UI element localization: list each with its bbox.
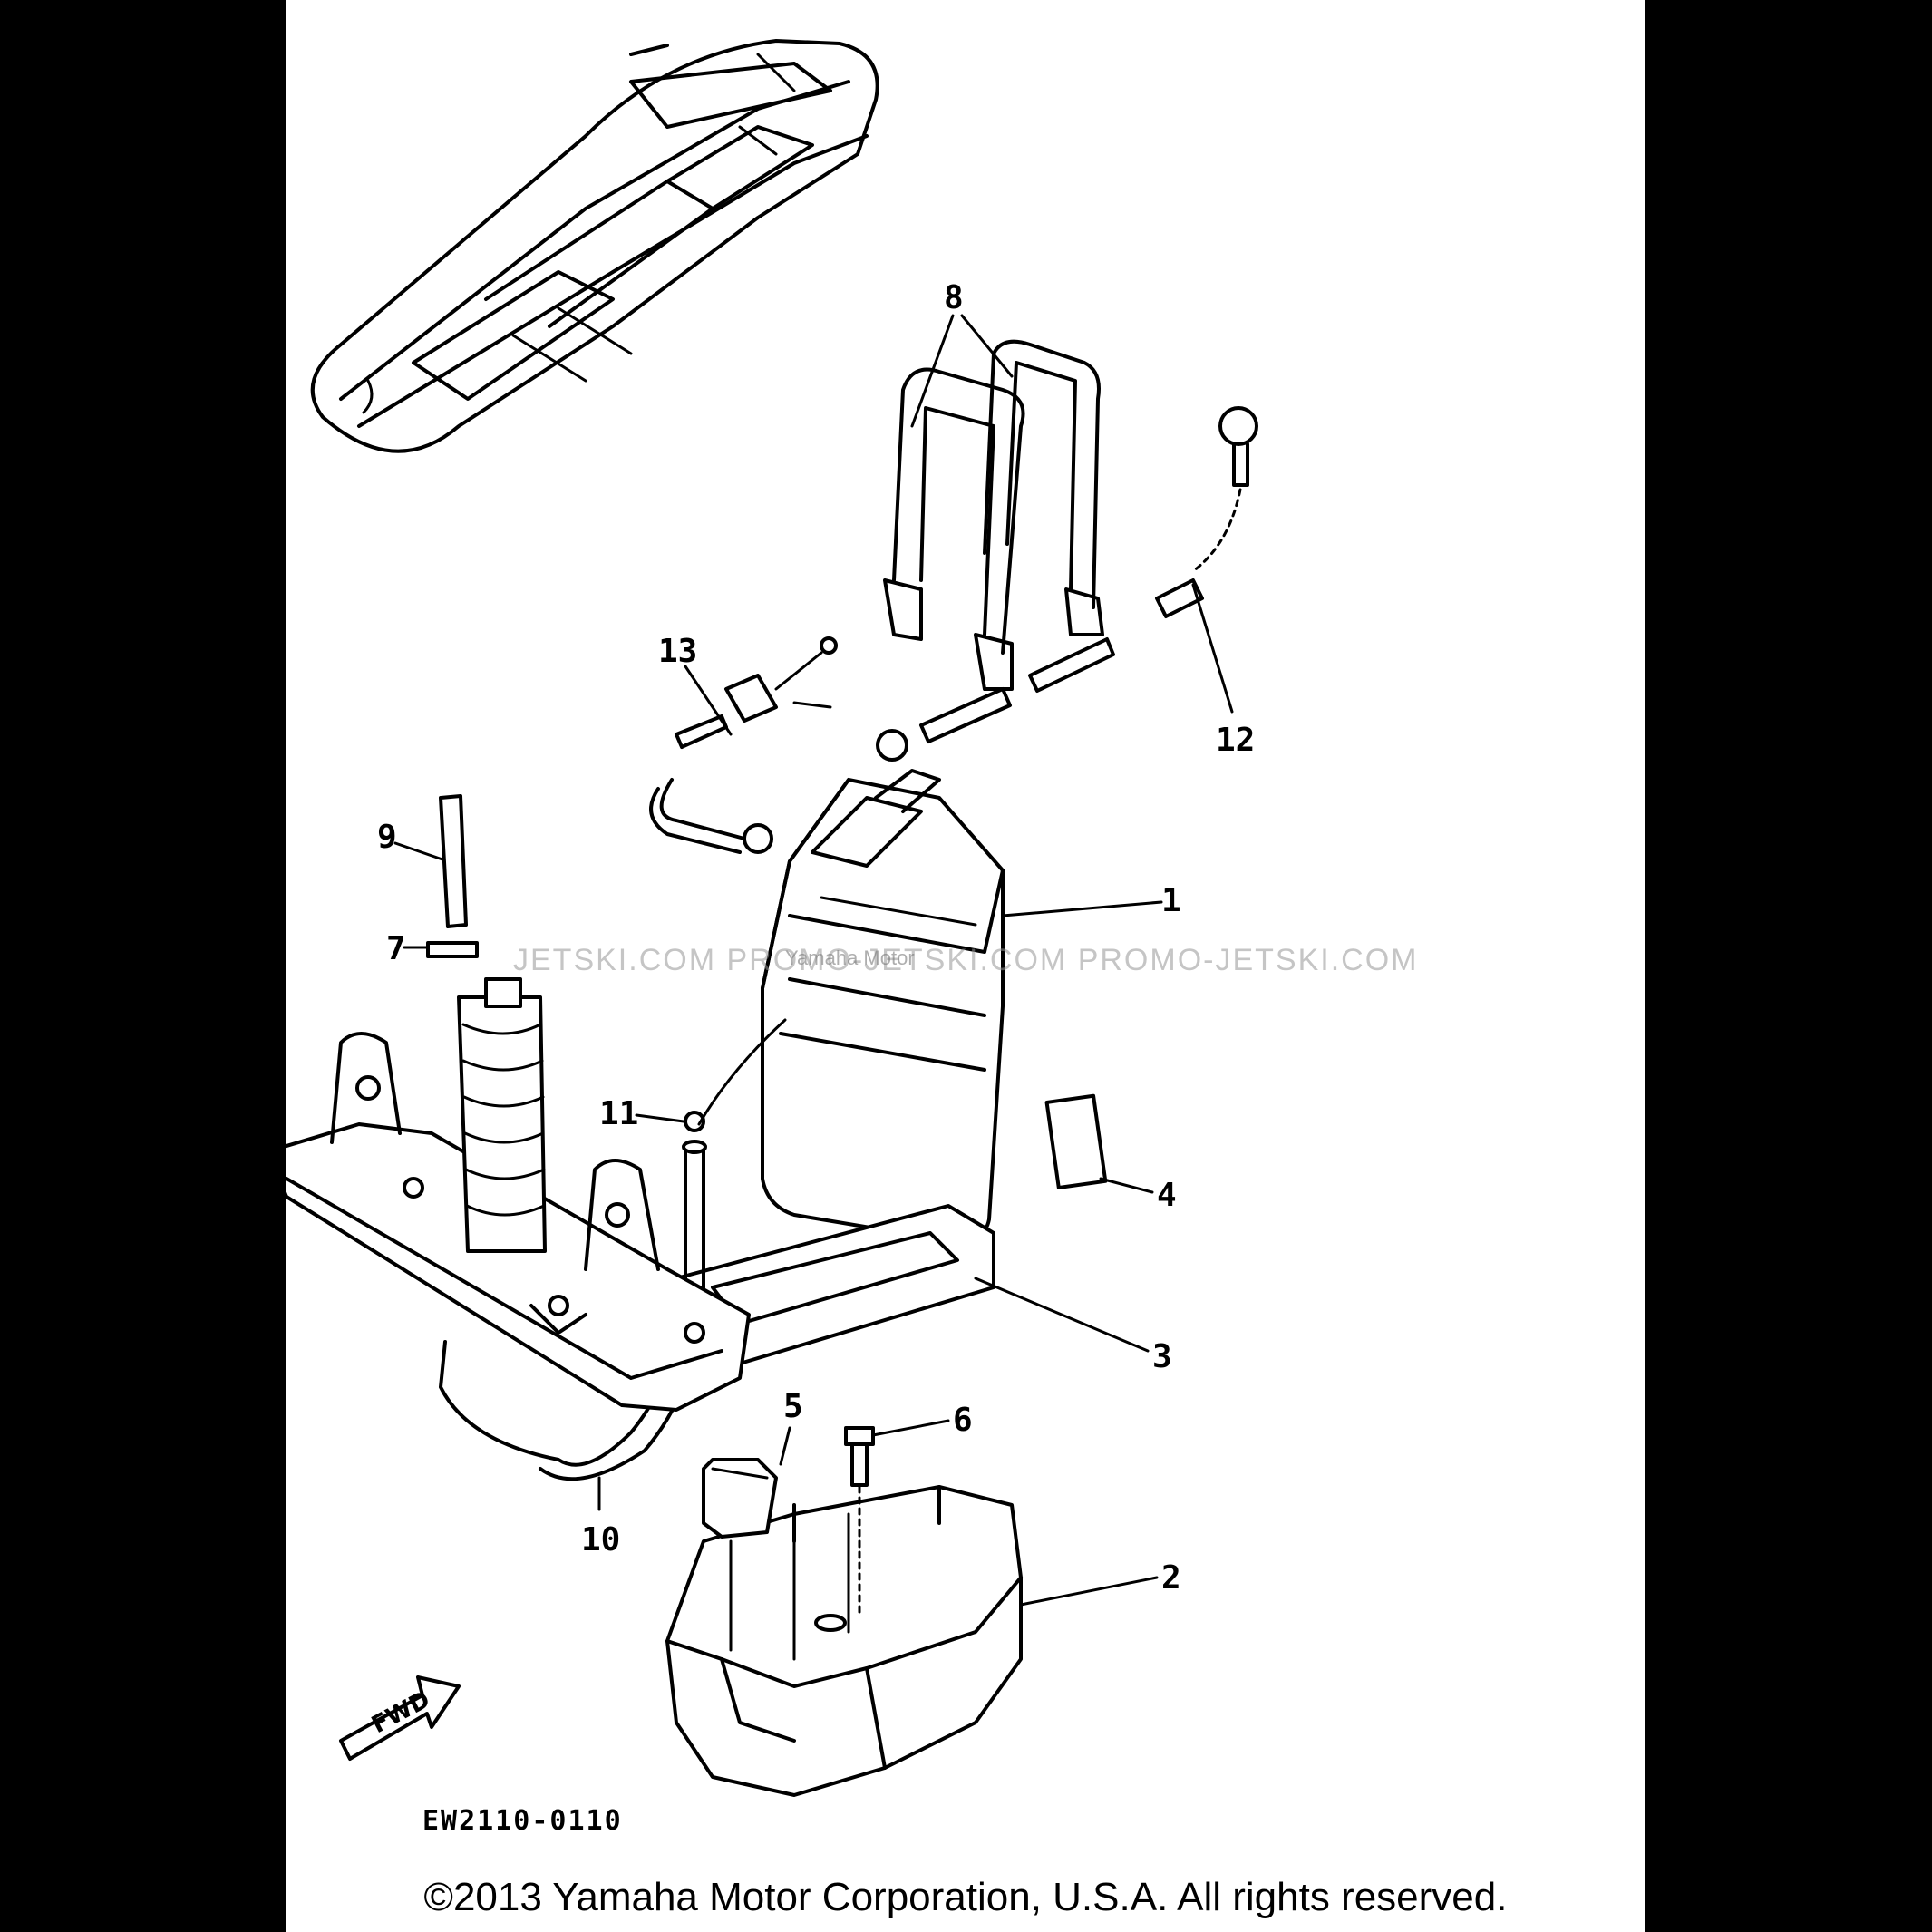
parts-diagram-sheet: FWD	[286, 0, 1645, 1932]
callout-2: 2	[1161, 1559, 1181, 1597]
copyright-notice: ©2013 Yamaha Motor Corporation, U.S.A. A…	[423, 1875, 1508, 1919]
callout-11: 11	[599, 1095, 638, 1132]
callout-4: 4	[1157, 1177, 1177, 1214]
callout-9: 9	[377, 819, 397, 856]
battery-strap-pair	[883, 339, 1104, 691]
callout-10: 10	[581, 1521, 620, 1558]
forward-direction-arrow: FWD	[339, 1675, 461, 1761]
jetski-overview-illustration	[310, 39, 879, 453]
callout-6: 6	[953, 1402, 973, 1439]
box-bolt	[844, 1426, 875, 1616]
fwd-label: FWD	[367, 1686, 434, 1739]
watermark-center-text: Yamaha Motor	[785, 947, 915, 969]
callout-7: 7	[386, 930, 406, 967]
hose-joint	[684, 1111, 705, 1132]
drawing-code: EW2110-0110	[422, 1805, 623, 1837]
battery-box	[665, 1485, 1023, 1797]
exploded-view-drawing: FWD	[286, 39, 1258, 1837]
callout-leader-lines	[393, 314, 1234, 1607]
watermark-text: JETSKI.COM PROMO-JETSKI.COM PROMO-JETSKI…	[513, 943, 1419, 977]
callout-13: 13	[658, 633, 697, 670]
callout-1: 1	[1161, 882, 1181, 919]
callout-3: 3	[1152, 1338, 1172, 1375]
fuse-cable-assembly	[876, 406, 1258, 762]
callout-5: 5	[783, 1388, 803, 1425]
callout-12: 12	[1216, 722, 1255, 759]
callout-numbers: 1 2 3 4 5 6 7 8 9 10 11 12 13	[377, 279, 1255, 1597]
box-cover-cap	[702, 1458, 778, 1652]
breather-rod	[426, 794, 479, 958]
battery-label	[1044, 1093, 1108, 1190]
battery-bracket-assembly	[286, 977, 751, 1412]
battery-cable	[649, 636, 838, 854]
callout-8: 8	[944, 279, 964, 316]
battery	[761, 769, 1005, 1244]
